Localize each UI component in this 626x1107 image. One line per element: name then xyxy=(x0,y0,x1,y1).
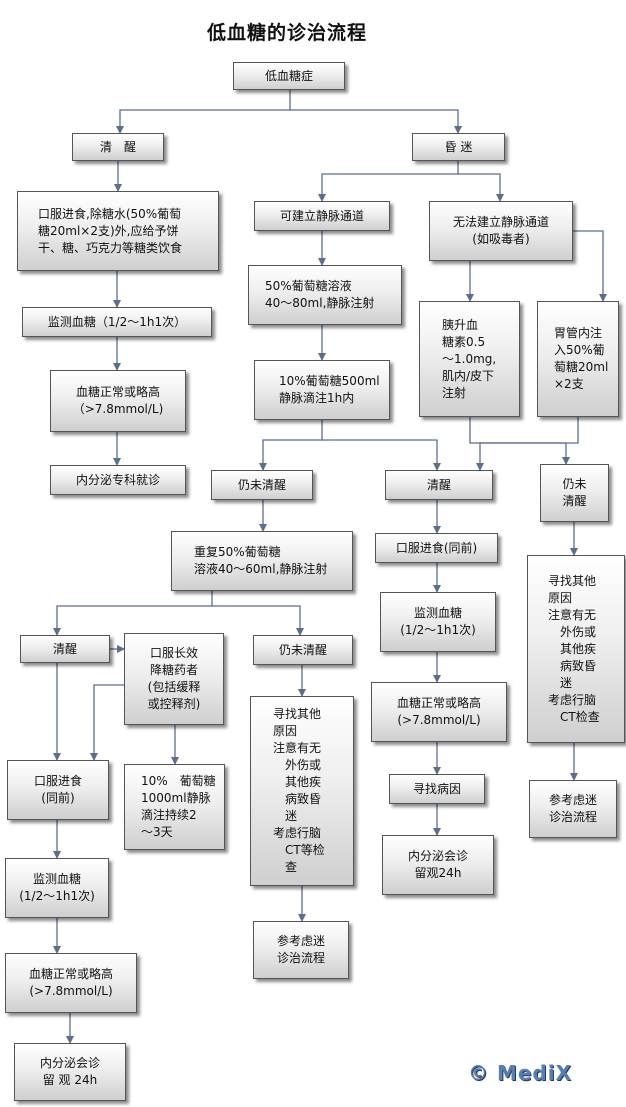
node-hypoglycemia: 低血糖症 xyxy=(233,62,345,90)
node-oral-intake-c: 口服进食 (同前) xyxy=(7,760,109,820)
connector-arrow xyxy=(290,109,462,134)
page-title: 低血糖的诊治流程 xyxy=(206,22,367,44)
connector-arrow xyxy=(212,605,304,636)
node-monitor-glucose-1: 监测血糖（1/2～1h1次） xyxy=(22,307,212,337)
node-repeat-glucose-50: 重复50%葡萄糖 溶液40～60ml,静脉注射 xyxy=(171,531,353,591)
connector-arrow xyxy=(90,684,124,761)
node-awake-c: 清醒 xyxy=(20,635,110,663)
connector-arrow xyxy=(53,591,213,636)
node-still-coma-a: 仍未清醒 xyxy=(211,470,313,500)
node-still-coma-c: 仍未清醒 xyxy=(253,635,353,665)
node-gastric-tube: 胃管内注 入50%葡 萄糖20ml ×2支 xyxy=(537,301,619,417)
node-endocrine-1: 内分泌专科就诊 xyxy=(50,465,186,495)
node-coma: 昏 迷 xyxy=(412,133,505,161)
node-awake: 清 醒 xyxy=(72,133,164,161)
connector-arrow xyxy=(322,439,441,471)
node-glucose-10: 10%葡萄糖500ml 静脉滴注1h内 xyxy=(254,360,390,420)
node-awake-b: 清醒 xyxy=(385,470,493,500)
node-glucose-50: 50%葡萄糖溶液 40～80ml,静脉注射 xyxy=(248,265,402,325)
node-glucose-normal-1: 血糖正常或略高 （>7.8mmol/L) xyxy=(50,370,186,432)
node-endocrine-b: 内分泌会诊 留观24h xyxy=(382,835,494,895)
medix-watermark: © MediX xyxy=(468,1061,573,1085)
connector-arrow xyxy=(259,420,323,471)
node-coma-reference-right: 参考虑迷 诊治流程 xyxy=(529,780,617,838)
node-find-cause: 寻找病因 xyxy=(389,774,485,804)
connector-arrow xyxy=(469,417,484,471)
node-glucose-10-drip: 10% 葡萄糖 1000ml静脉 滴注持续2 ～3天 xyxy=(124,764,225,850)
connector-arrow xyxy=(573,230,607,302)
node-monitor-glucose-c: 监测血糖 (1/2～1h1次) xyxy=(5,858,109,918)
connector-arrow xyxy=(116,90,291,134)
node-endocrine-c: 内分泌会诊 留 观 24h xyxy=(14,1043,126,1101)
node-glucagon: 胰升血 糖素0.5 ～1.0mg, 肌内/皮下 注射 xyxy=(419,301,520,417)
node-glucose-normal-b: 血糖正常或略高 (>7.8mmol/L) xyxy=(371,682,507,742)
connector-arrow xyxy=(318,161,459,202)
node-other-cause-middle: 寻找其他 原因 注意有无 外伤或 其他疾 病致昏 迷 考虑行脑 CT等检 查 xyxy=(250,696,354,886)
node-iv-unavailable: 无法建立静脉通道 (如吸毒者) xyxy=(429,201,573,261)
node-still-coma-b: 仍未 清醒 xyxy=(540,464,609,522)
node-glucose-normal-c: 血糖正常或略高 (>7.8mmol/L) xyxy=(5,953,137,1013)
node-iv-available: 可建立静脉通道 xyxy=(254,201,390,231)
node-oral-intake-b: 口服进食(同前) xyxy=(375,533,498,563)
node-monitor-glucose-b: 监测血糖 (1/2～1h1次) xyxy=(380,592,496,652)
node-other-cause-right: 寻找其他 原因 注意有无 外伤或 其他疾 病致昏 迷 考虑行脑 CT检查 xyxy=(527,555,625,743)
node-long-acting-drug: 口服长效 降糖药者 (包括缓释 或控释剂) xyxy=(124,633,224,725)
connector-arrow xyxy=(458,173,504,202)
node-coma-reference-middle: 参考虑迷 诊治流程 xyxy=(253,921,349,979)
node-oral-intake: 口服进食,除糖水(50%葡萄 糖20ml×2支)外,应给予饼 干、糖、巧克力等糖… xyxy=(17,191,219,271)
connector-arrow xyxy=(480,417,579,444)
connector-arrow xyxy=(480,442,570,465)
